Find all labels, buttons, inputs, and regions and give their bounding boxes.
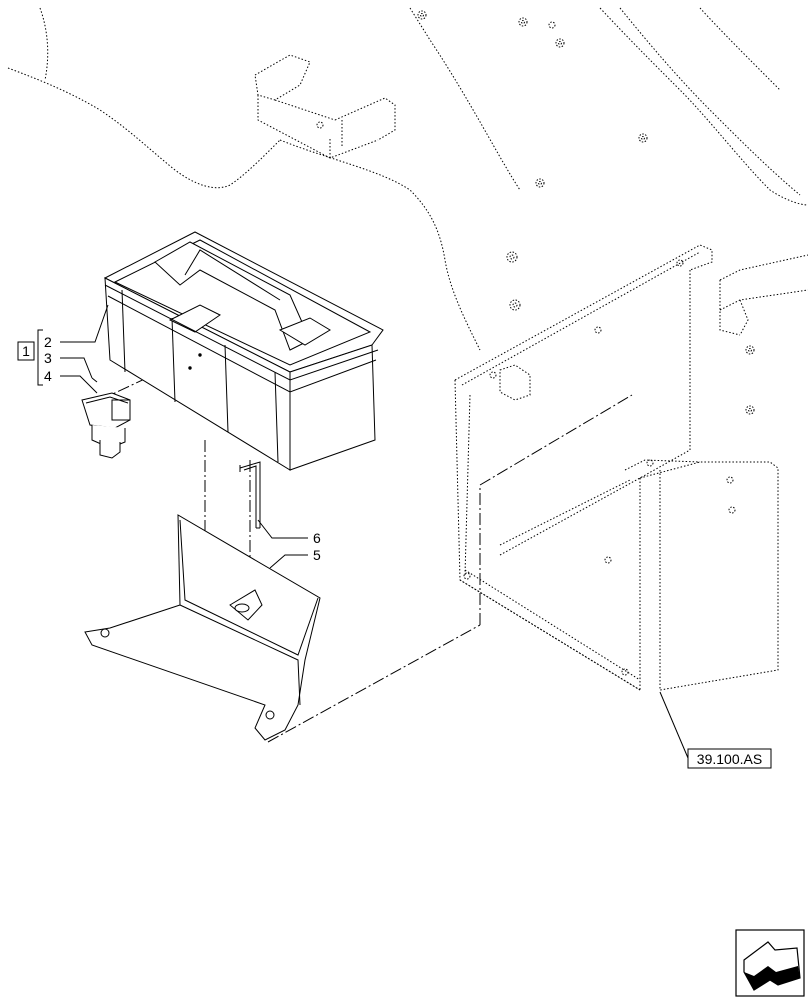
callout-4: 4 bbox=[44, 368, 52, 384]
reference-box bbox=[687, 748, 772, 769]
battery-clamp bbox=[81, 392, 131, 459]
callout-2: 2 bbox=[44, 334, 52, 350]
battery-box bbox=[103, 231, 384, 471]
leader-lines bbox=[60, 304, 689, 759]
callout-6: 6 bbox=[313, 530, 321, 546]
kit-number-box bbox=[17, 341, 35, 361]
callout-kit-1: 1 bbox=[22, 343, 30, 359]
hook-bolt bbox=[239, 461, 261, 529]
callout-3: 3 bbox=[44, 350, 52, 366]
machine-frame-outline bbox=[7, 7, 808, 691]
reference-label: 39.100.AS bbox=[697, 751, 762, 767]
battery-tray bbox=[84, 514, 321, 741]
reference-link[interactable]: 39.100.AS bbox=[687, 748, 772, 769]
callout-5: 5 bbox=[313, 547, 321, 563]
machine-bolt-holes bbox=[316, 10, 755, 676]
washer bbox=[91, 377, 98, 383]
next-page-arrow-icon[interactable] bbox=[735, 929, 805, 997]
kit-bracket bbox=[37, 329, 43, 386]
